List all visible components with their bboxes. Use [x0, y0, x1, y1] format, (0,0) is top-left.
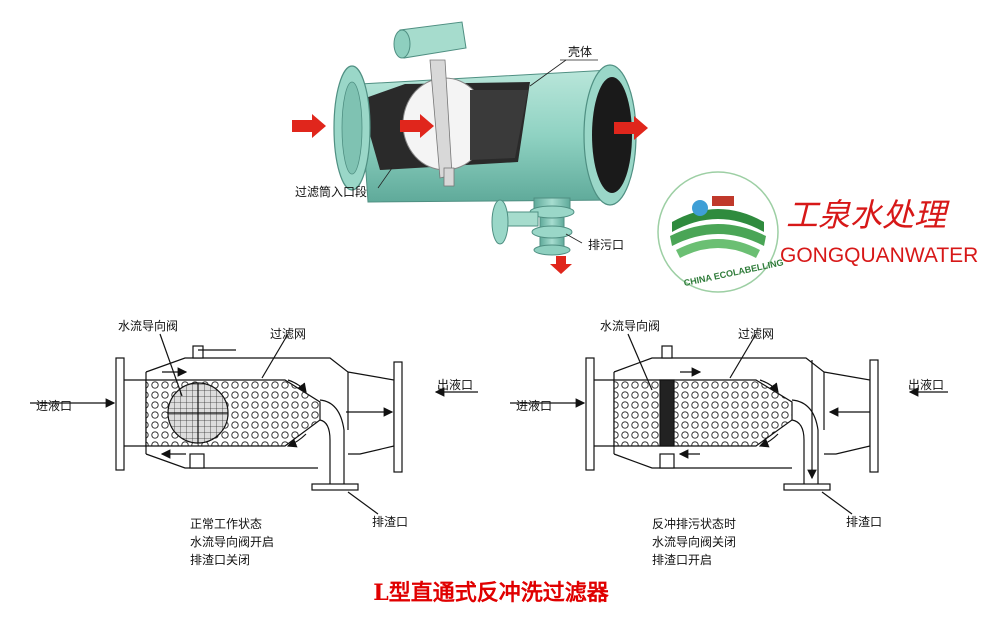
brand-en: GONGQUANWATER — [780, 244, 978, 267]
inflow-arrow — [292, 114, 326, 138]
left-status-line: 正常工作状态 — [190, 517, 262, 531]
right-inlet-label: 进液口 — [516, 398, 552, 413]
left-screen-label: 过滤网 — [270, 327, 306, 341]
left-outlet-label: 出液口 — [437, 377, 473, 392]
right-screen-label: 过滤网 — [738, 327, 774, 341]
inlet-section-label: 过滤筒入口段 — [295, 184, 367, 199]
left-status-line: 水流导向阀开启 — [190, 534, 274, 549]
left-status-line: 排渣口关闭 — [190, 553, 250, 567]
factory-icon — [712, 196, 734, 206]
right-status-line: 排渣口开启 — [652, 553, 712, 567]
inner-flow-arrow — [400, 114, 434, 138]
right-outlet-label: 出液口 — [908, 377, 944, 392]
left-slag-label: 排渣口 — [372, 515, 408, 529]
shell-label: 壳体 — [568, 45, 592, 59]
drain-port-label: 排污口 — [588, 238, 624, 252]
right-schematic — [510, 333, 948, 515]
right-slag-label: 排渣口 — [846, 515, 882, 529]
right-status-line: 水流导向阀关闭 — [652, 534, 736, 549]
left-inlet-label: 进液口 — [36, 398, 72, 413]
eco-seal-logo — [657, 171, 779, 293]
filter-3d-illustration — [292, 21, 648, 274]
diagram-title: L型直通式反冲洗过滤器 — [373, 580, 609, 606]
right-valve-label: 水流导向阀 — [600, 318, 660, 333]
brand-cn: 工泉水处理 — [786, 196, 950, 234]
globe-icon — [692, 200, 708, 216]
left-valve-label: 水流导向阀 — [118, 318, 178, 333]
left-schematic — [30, 333, 478, 515]
right-status-line: 反冲排污状态时 — [652, 516, 736, 531]
drain-arrow — [550, 256, 572, 274]
outflow-arrow — [614, 116, 648, 140]
